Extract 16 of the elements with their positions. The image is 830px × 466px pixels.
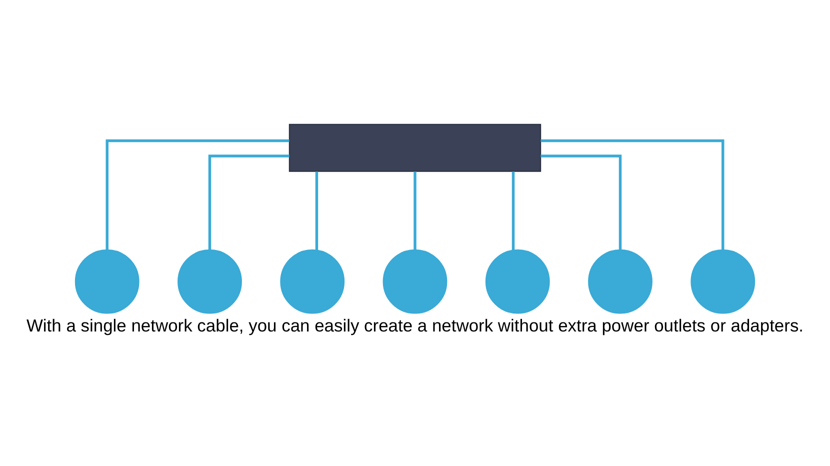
connector bbox=[414, 171, 416, 250]
node-circle bbox=[588, 249, 652, 314]
node-circle bbox=[485, 249, 550, 314]
node-box bbox=[288, 124, 542, 172]
connector bbox=[315, 171, 318, 250]
node-circle bbox=[178, 249, 242, 314]
connector bbox=[106, 139, 290, 250]
connector bbox=[208, 154, 290, 250]
caption: With a single network cable, you can easily create a network without extra power outlets or adapters. bbox=[26, 316, 804, 336]
connector bbox=[512, 171, 515, 250]
connector bbox=[540, 154, 622, 250]
connector bbox=[540, 139, 724, 250]
node-circle bbox=[280, 249, 345, 314]
node-circle bbox=[74, 249, 140, 314]
node-circle bbox=[690, 249, 756, 314]
node-circle bbox=[382, 249, 448, 314]
